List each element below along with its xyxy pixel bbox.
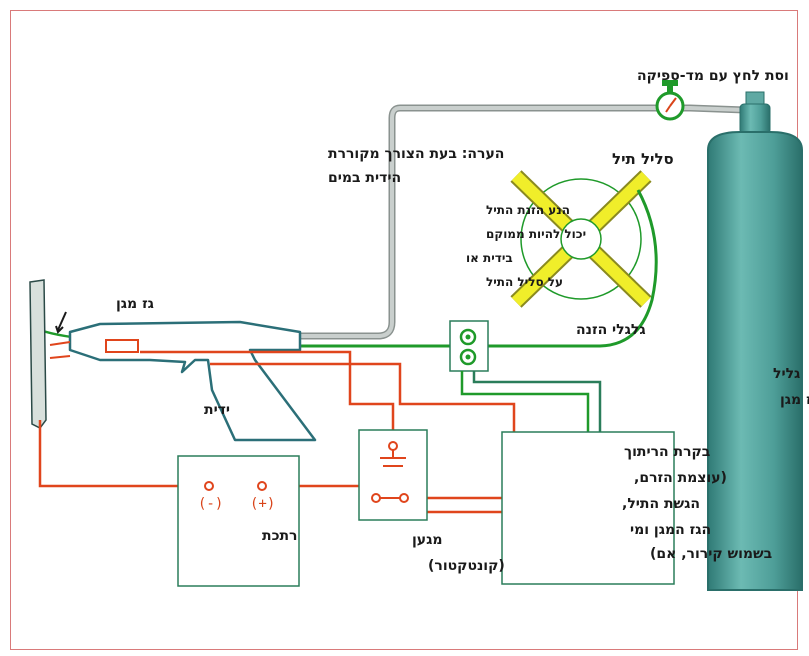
pressure-gauge — [655, 80, 685, 121]
label-control-1: בקרת הריתוך — [624, 444, 710, 460]
label-handle: ידית — [204, 402, 230, 418]
wire-spool — [510, 170, 652, 308]
label-gas-valve: וסת לחץ עם מד-ספיקה — [637, 68, 789, 84]
power-source — [177, 455, 300, 587]
label-contactor-1: מגען — [412, 532, 443, 548]
label-control-5: בשמוש קירור, אם) — [650, 546, 772, 562]
welding-control-box — [501, 431, 675, 585]
feed-rollers — [449, 320, 489, 372]
label-feed-motor-4: על סליל התיל — [486, 275, 563, 289]
label-control-2: (עוצמת הזרם, — [634, 470, 727, 486]
label-wire-spool: סליל תיל — [612, 150, 674, 168]
welding-gun — [68, 320, 317, 442]
term-positive: (+) — [250, 496, 275, 512]
label-note-line2: הידית במים — [328, 170, 401, 186]
label-note-line1: הערה: בעת הצורך מקוררת — [328, 146, 504, 162]
label-contactor-2: (קונטקטור) — [428, 558, 505, 574]
label-feed-rollers: גלגלי הזנה — [576, 322, 646, 338]
label-shield-gas: גז מגן — [116, 296, 154, 312]
label-control-3: הגשת התיל, — [622, 496, 700, 512]
workpiece — [29, 279, 47, 429]
contactor — [358, 429, 428, 521]
label-feed-motor-2: יכול להיות ממוקם — [486, 227, 586, 241]
filler-wire — [140, 189, 658, 348]
label-control-4: הגז המגן ומי — [630, 522, 711, 538]
label-cylinder-1: גליל — [773, 366, 800, 382]
label-power-source: רתכת — [262, 528, 298, 544]
label-feed-motor-3: בידית או — [466, 251, 513, 265]
term-negative: (-) — [198, 496, 223, 512]
label-cylinder-2: גז מגן — [780, 392, 809, 408]
gas-cylinder — [707, 91, 803, 591]
label-feed-motor-1: הנע הזנת התיל — [486, 203, 570, 217]
